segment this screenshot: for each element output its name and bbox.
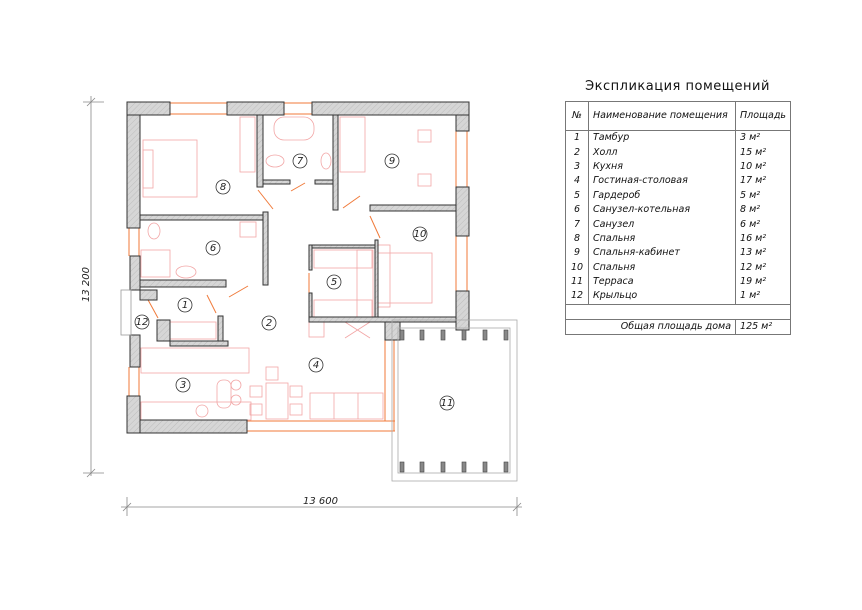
row-name: Тамбур xyxy=(587,130,737,146)
row-area: 16 м² xyxy=(735,231,791,247)
room-labels xyxy=(134,153,455,411)
room-number-6: 6 xyxy=(210,243,216,254)
row-num: 12 xyxy=(565,289,589,305)
room-number-10: 10 xyxy=(414,229,427,240)
row-num: 7 xyxy=(565,217,589,232)
terrace-columns xyxy=(399,329,509,473)
dimension-width: 13 600 xyxy=(303,496,338,507)
row-name: Санузел xyxy=(587,217,737,232)
room-number-11: 11 xyxy=(441,398,454,409)
room-number-9: 9 xyxy=(389,156,395,167)
row-name: Гардероб xyxy=(587,188,737,203)
room-number-2: 2 xyxy=(266,318,272,329)
room-number-5: 5 xyxy=(331,277,337,288)
row-num: 5 xyxy=(565,188,589,203)
row-area: 1 м² xyxy=(735,289,791,305)
row-area: 3 м² xyxy=(735,130,791,146)
room-number-12: 12 xyxy=(136,317,149,328)
row-name: Гостиная-столовая xyxy=(587,174,737,189)
row-num: 2 xyxy=(565,145,589,160)
row-name: Терраса xyxy=(587,274,737,290)
room-number-7: 7 xyxy=(297,156,304,167)
row-area: 10 м² xyxy=(735,159,791,175)
header-num: № xyxy=(565,101,589,131)
row-num: 1 xyxy=(565,130,589,146)
dimension-height: 13 200 xyxy=(81,267,92,302)
total-label: Общая площадь дома xyxy=(564,318,737,336)
table-total-row: Общая площадь дома 125 м² xyxy=(564,318,791,336)
terrace xyxy=(391,319,518,482)
room-number-1: 1 xyxy=(182,300,188,311)
row-name: Спальня xyxy=(587,231,737,247)
row-area: 12 м² xyxy=(735,260,791,275)
room-number-8: 8 xyxy=(220,182,226,193)
row-name: Санузел-котельная xyxy=(587,202,737,218)
furniture xyxy=(140,116,433,421)
porch-outline xyxy=(120,289,132,336)
row-num: 11 xyxy=(565,274,589,290)
row-name: Кухня xyxy=(587,159,737,175)
row-num: 4 xyxy=(565,174,589,189)
room-number-3: 3 xyxy=(180,380,186,391)
dimension-lines xyxy=(83,96,522,516)
explication-title: Экспликация помещений xyxy=(585,79,770,94)
row-area: 19 м² xyxy=(735,274,791,290)
total-area: 125 м² xyxy=(735,318,791,336)
row-num: 6 xyxy=(565,202,589,218)
room-number-4: 4 xyxy=(313,360,319,371)
row-area: 8 м² xyxy=(735,202,791,218)
row-name: Спальня xyxy=(587,260,737,275)
row-num: 8 xyxy=(565,231,589,247)
row-area: 17 м² xyxy=(735,174,791,189)
row-area: 15 м² xyxy=(735,145,791,160)
row-area: 6 м² xyxy=(735,217,791,232)
row-area: 13 м² xyxy=(735,246,791,261)
row-num: 9 xyxy=(565,246,589,261)
walls xyxy=(126,101,470,434)
row-name: Спальня-кабинет xyxy=(587,246,737,261)
header-name: Наименование помещения xyxy=(587,101,737,131)
row-num: 3 xyxy=(565,159,589,175)
row-area: 5 м² xyxy=(735,188,791,203)
header-area: Площадь xyxy=(735,101,791,131)
row-num: 10 xyxy=(565,260,589,275)
row-name: Холл xyxy=(587,145,737,160)
windows xyxy=(128,102,468,432)
row-name: Крыльцо xyxy=(587,289,737,305)
table-header: № Наименование помещения Площадь xyxy=(565,101,791,131)
table-blank-row xyxy=(565,303,791,320)
